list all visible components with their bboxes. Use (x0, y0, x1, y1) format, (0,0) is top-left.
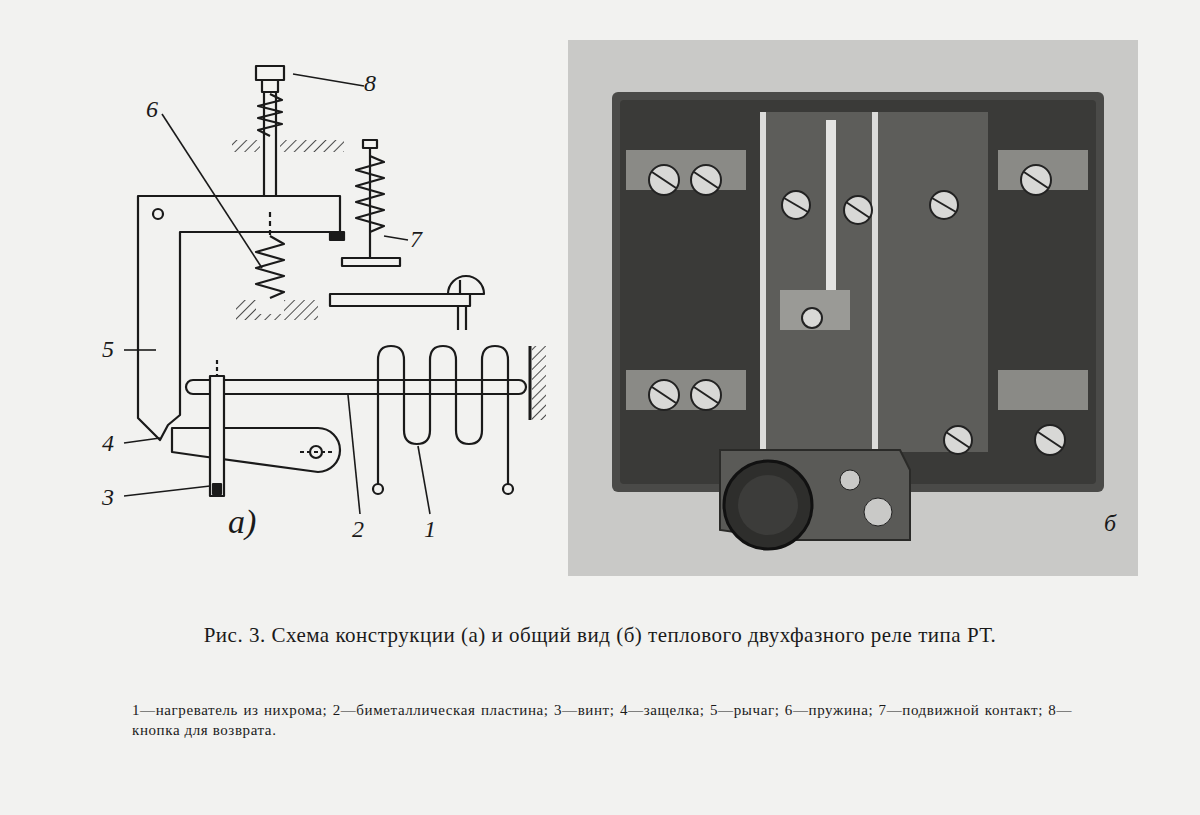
figure-caption: Рис. 3. Схема конструкции (а) и общий ви… (200, 622, 1000, 648)
callout-number: 3 (102, 484, 114, 510)
callout-number: 4 (102, 430, 114, 456)
subfigure-label: б (1104, 510, 1116, 536)
callout-number: 5 (102, 336, 114, 362)
callout-number: 7 (410, 226, 422, 252)
parts-list: 1—нагреватель из нихрома; 2—биметалличес… (132, 700, 1072, 741)
callout-number: 2 (352, 516, 364, 542)
callout-number: 6 (146, 96, 158, 122)
subfigure-label: а) (228, 503, 256, 540)
callout-number: 1 (424, 516, 436, 542)
callout-number: 8 (364, 70, 376, 96)
